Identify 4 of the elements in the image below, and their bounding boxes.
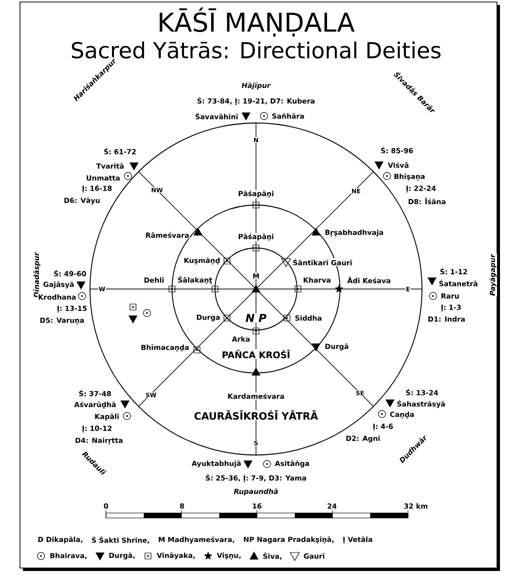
route-name: CAURĀSĪKROŚĪ YĀTRĀ xyxy=(193,410,319,420)
subtitle: Sacred Yātrās: Directional Deities xyxy=(70,40,442,60)
title: KĀŚĪ MAṆḌALA xyxy=(160,8,355,36)
route-name: PAÑCA KROŚĪ xyxy=(221,349,291,359)
